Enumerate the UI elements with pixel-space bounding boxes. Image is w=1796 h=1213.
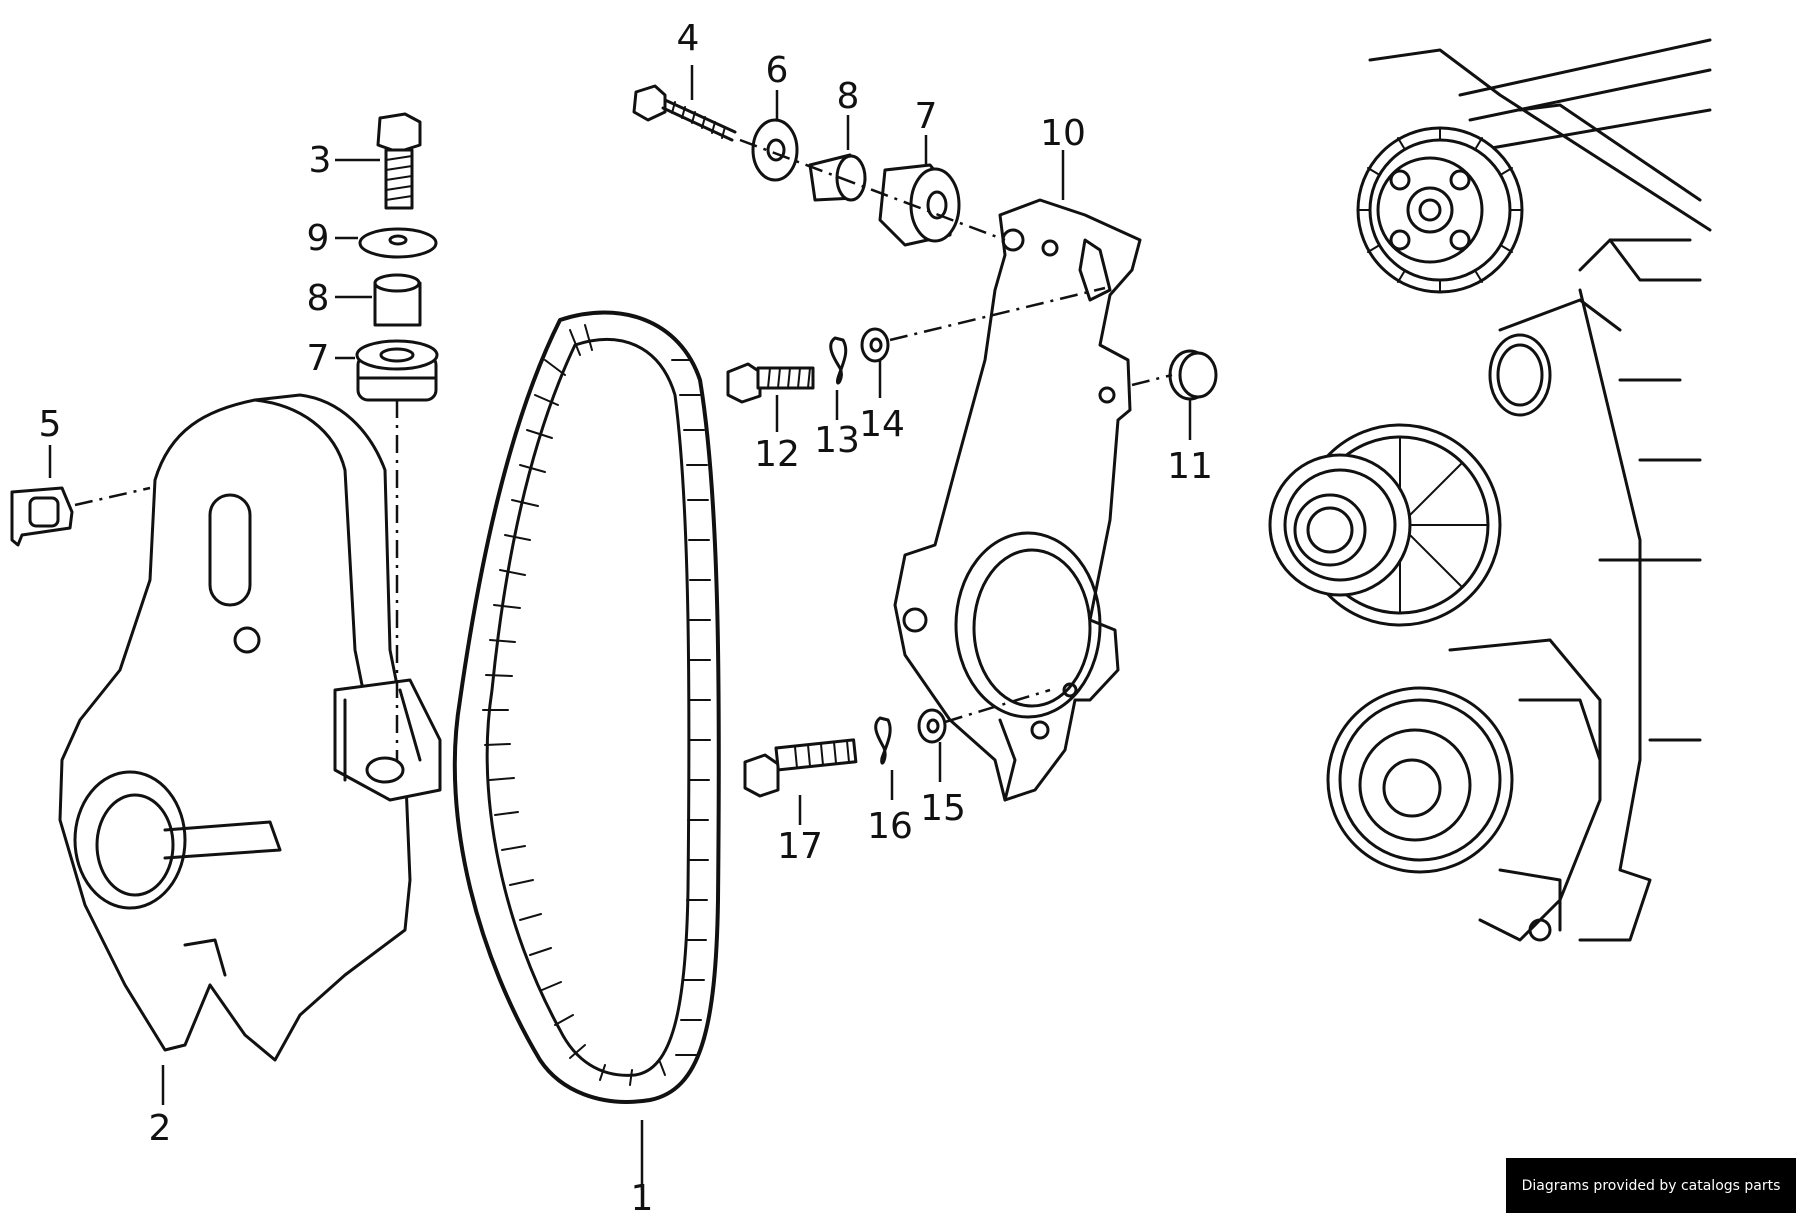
callout-7-upper: 7 — [915, 96, 938, 137]
middle-bolt-set — [726, 327, 890, 404]
assembly-lines — [74, 138, 1173, 760]
callout-1: 1 — [631, 1178, 654, 1213]
timing-belt-cover — [58, 393, 442, 1062]
callout-8-lower: 8 — [307, 278, 330, 319]
engine-block — [1268, 38, 1712, 942]
upper-fastener-stack — [632, 84, 961, 247]
callout-2: 2 — [149, 1108, 172, 1149]
callout-16: 16 — [867, 806, 913, 847]
callout-12: 12 — [754, 434, 800, 475]
callout-8-upper: 8 — [837, 76, 860, 117]
callout-3: 3 — [309, 140, 332, 181]
callout-9: 9 — [307, 218, 330, 259]
callout-7-lower: 7 — [307, 338, 330, 379]
plug — [1168, 349, 1218, 401]
callout-13: 13 — [814, 420, 860, 461]
cover-bolt-stack — [355, 112, 439, 402]
callout-10: 10 — [1040, 113, 1086, 154]
callout-labels: 1 2 3 4 5 6 7 7 8 8 9 10 11 12 13 14 15 … — [39, 18, 1213, 1213]
credit-banner: Diagrams provided by catalogs parts — [1506, 1158, 1796, 1213]
callout-4: 4 — [677, 18, 700, 59]
callout-14: 14 — [859, 404, 905, 445]
callout-15: 15 — [920, 788, 966, 829]
callout-6: 6 — [766, 50, 789, 91]
callout-11: 11 — [1167, 446, 1213, 487]
lower-bolt-set — [743, 708, 947, 798]
leader-lines — [48, 65, 1192, 1190]
toothed-belt — [452, 310, 721, 1104]
cover-clip — [10, 486, 74, 547]
callout-17: 17 — [777, 826, 823, 867]
callout-5: 5 — [39, 404, 62, 445]
